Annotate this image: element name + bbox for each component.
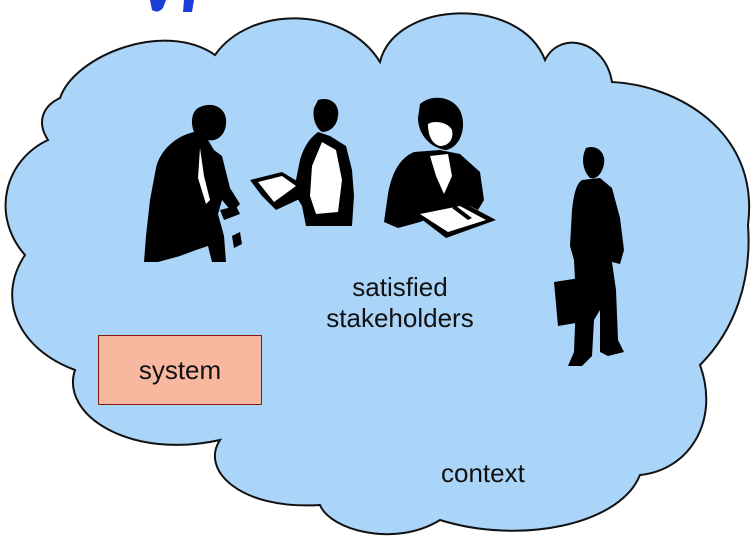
satisfied-stakeholders-label: satisfied stakeholders — [270, 272, 530, 334]
context-label: context — [441, 458, 525, 488]
business-person-icon — [144, 104, 242, 262]
system-box: system — [98, 335, 262, 405]
stakeholders-line-1: satisfied — [352, 272, 448, 302]
stakeholders-line-2: stakeholders — [326, 303, 474, 333]
reading-person-icon — [250, 98, 354, 226]
title-fragment — [150, 0, 194, 12]
system-label: system — [138, 354, 222, 385]
writing-person-icon — [384, 97, 496, 238]
standing-person-briefcase-icon — [554, 146, 624, 366]
